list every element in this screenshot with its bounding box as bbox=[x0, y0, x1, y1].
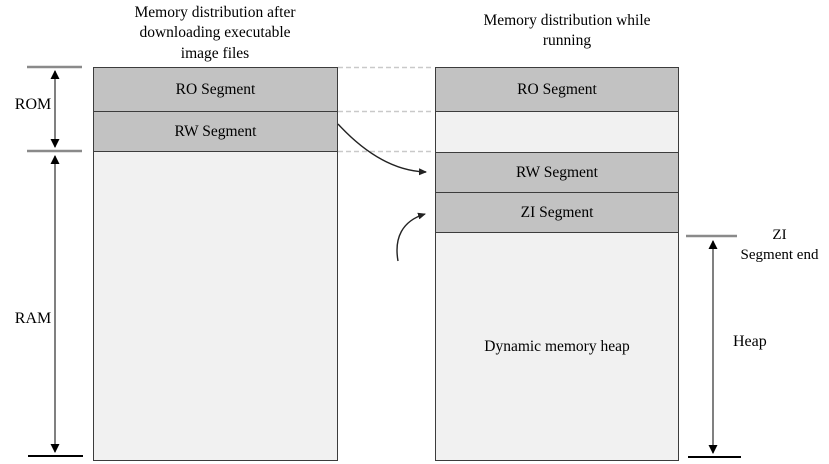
rw-segment-mapping-arrow bbox=[337, 123, 427, 176]
dynamic-memory-heap-area: Dynamic memory heap bbox=[436, 233, 678, 460]
left-rw-segment-label: RW Segment bbox=[174, 122, 257, 140]
right-ro-segment-label: RO Segment bbox=[517, 80, 597, 98]
right-rw-segment: RW Segment bbox=[436, 152, 678, 193]
ram-label: RAM bbox=[14, 310, 52, 327]
right-memory-column: RO Segment RW Segment ZI Segment Dynamic… bbox=[435, 67, 679, 461]
left-column-title: Memory distribution after downloading ex… bbox=[134, 4, 296, 62]
right-column-title: Memory distribution while running bbox=[483, 12, 651, 50]
rom-label: ROM bbox=[14, 96, 52, 113]
right-zi-segment-label: ZI Segment bbox=[520, 203, 594, 221]
zi-segment-mapping-arrow bbox=[396, 212, 426, 262]
right-ro-segment: RO Segment bbox=[436, 68, 678, 112]
dynamic-memory-heap-label: Dynamic memory heap bbox=[484, 337, 630, 355]
left-ro-segment: RO Segment bbox=[94, 68, 337, 112]
heap-label: Heap bbox=[733, 333, 767, 350]
left-ro-segment-label: RO Segment bbox=[175, 80, 256, 98]
right-rw-segment-label: RW Segment bbox=[516, 163, 598, 181]
left-rw-segment: RW Segment bbox=[94, 112, 337, 152]
zi-segment-end-label: ZI Segment end bbox=[740, 227, 819, 263]
right-zi-segment: ZI Segment bbox=[436, 193, 678, 233]
left-memory-column: RO Segment RW Segment bbox=[93, 67, 338, 461]
